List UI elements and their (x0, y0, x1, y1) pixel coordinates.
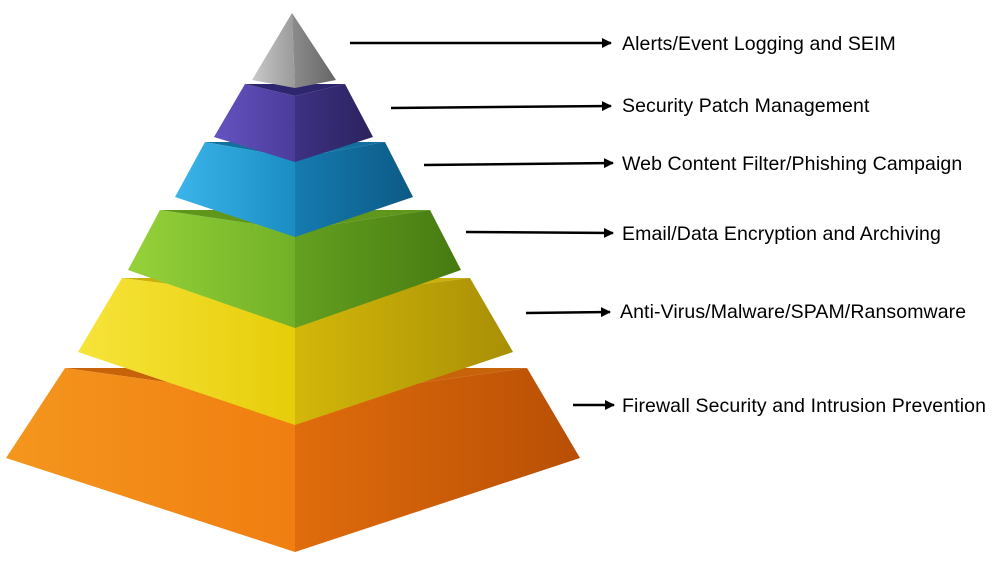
arrow-antivirus (525, 307, 611, 318)
arrow-patch (390, 101, 612, 112)
arrow-encryption (465, 227, 614, 238)
arrow-web-filter (423, 158, 614, 169)
label-patch: Security Patch Management (622, 95, 870, 117)
label-antivirus: Anti-Virus/Malware/SPAM/Ransomware (620, 301, 966, 323)
pyramid-layer-alerts (252, 13, 336, 88)
label-alerts: Alerts/Event Logging and SEIM (622, 33, 896, 55)
label-encryption: Email/Data Encryption and Archiving (622, 223, 941, 245)
label-firewall: Firewall Security and Intrusion Preventi… (622, 395, 986, 417)
pyramid-layer-patch (214, 84, 373, 162)
label-web-filter: Web Content Filter/Phishing Campaign (622, 153, 962, 175)
pyramid-layer-encryption (128, 210, 461, 328)
